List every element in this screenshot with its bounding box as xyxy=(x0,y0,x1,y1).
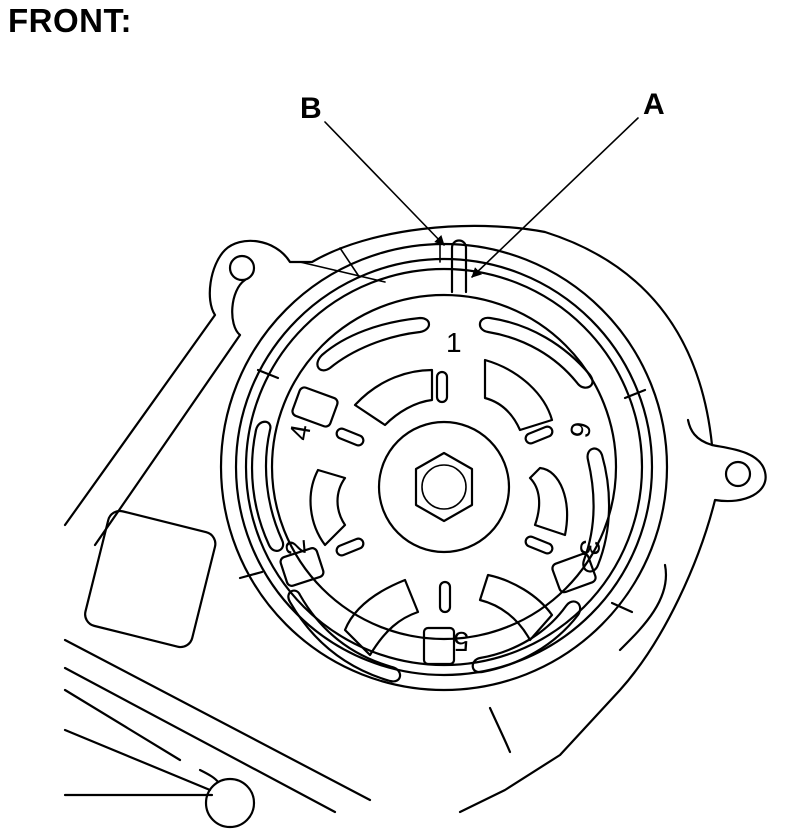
pulley-window xyxy=(343,578,420,657)
engine-block-lines xyxy=(63,638,372,829)
page-title: FRONT: xyxy=(8,2,132,39)
callout-label-a: A xyxy=(643,88,665,121)
cylinder-number-6: 6 xyxy=(564,419,597,440)
callout-b-leader xyxy=(324,121,445,246)
pulley-window xyxy=(353,368,434,427)
pulley-window xyxy=(309,468,347,547)
mounting-hole-right xyxy=(724,460,752,488)
camshaft-pulley xyxy=(219,239,669,692)
cylinder-number-4: 4 xyxy=(283,422,316,443)
cylinder-number-5: 5 xyxy=(453,626,469,657)
idler-pulley xyxy=(204,777,256,829)
cylinder-number-3: 3 xyxy=(574,539,606,557)
housing-pad xyxy=(84,509,217,649)
pulley-window xyxy=(483,358,554,432)
callout-label-b: B xyxy=(300,92,322,125)
pulley-window xyxy=(528,466,569,537)
callout-a-leader xyxy=(471,117,639,278)
mounting-hole-left xyxy=(228,254,256,282)
housing-outline xyxy=(63,224,767,814)
center-bolt xyxy=(414,451,474,523)
cylinder-number-2: 2 xyxy=(280,538,312,556)
cylinder-number-1: 1 xyxy=(446,327,462,358)
